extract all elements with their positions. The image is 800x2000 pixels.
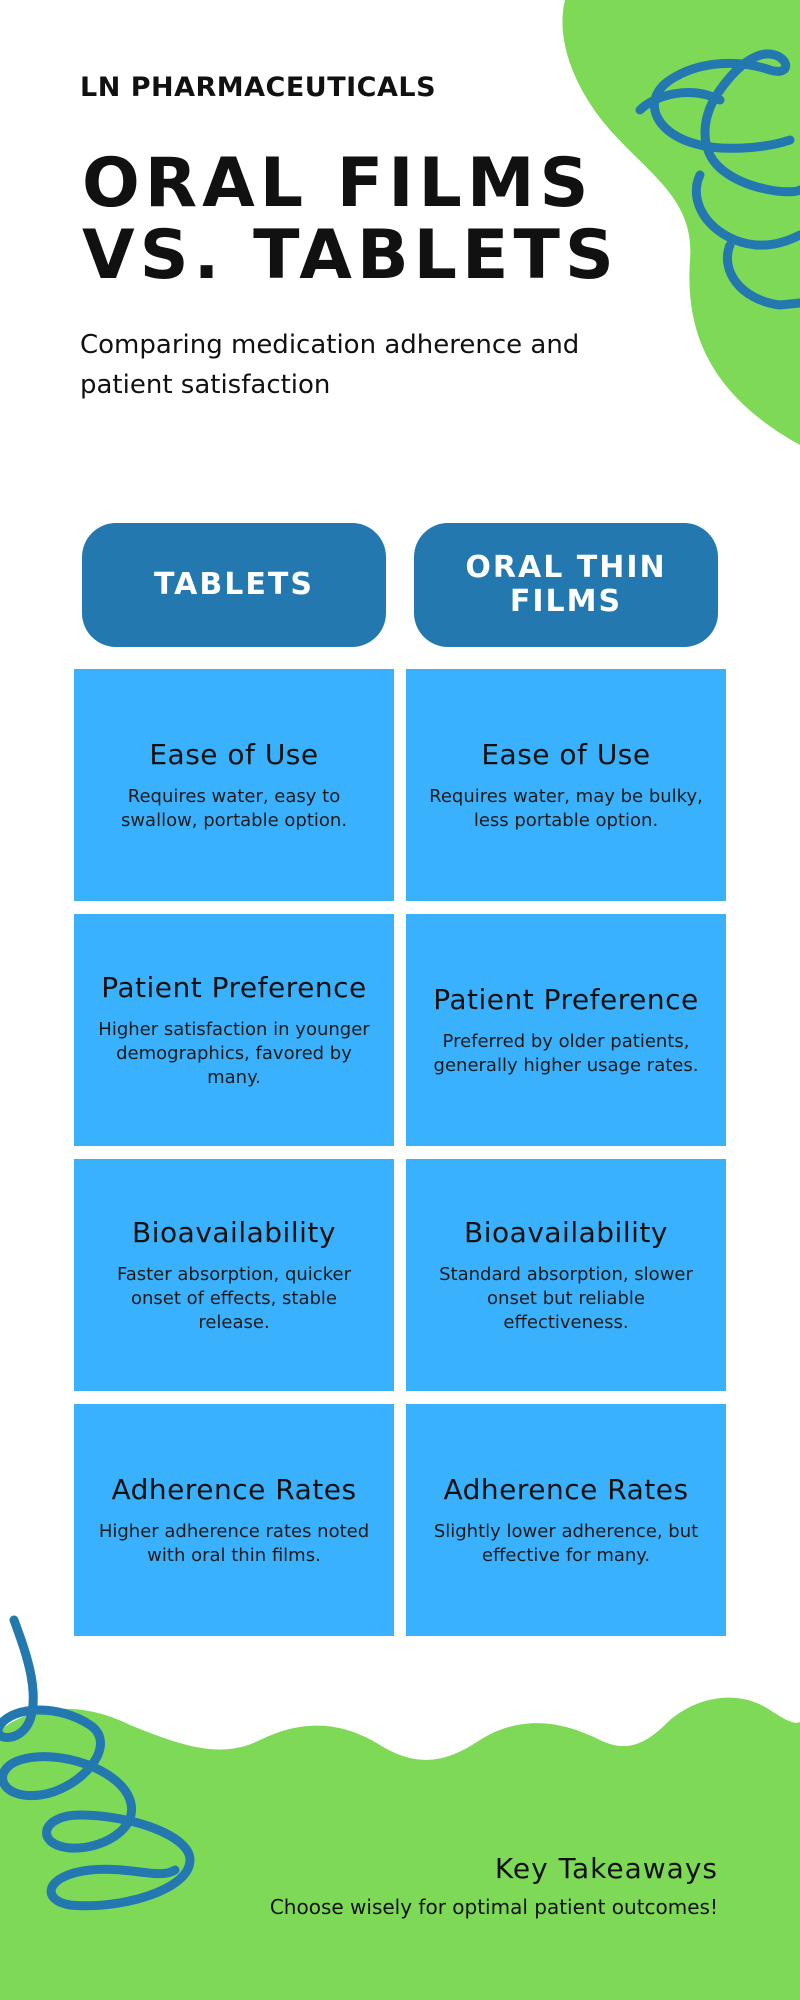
column-header-oral-films-label: ORAL THIN FILMS [465, 550, 667, 619]
column-header-tablets: TABLETS [82, 523, 386, 647]
cell-title: Adherence Rates [111, 1472, 357, 1506]
cell-text: Preferred by older patients, generally h… [433, 1030, 699, 1076]
cell-text: Slightly lower adherence, but effective … [433, 1520, 699, 1566]
cell-text: Requires water, may be bulky, less porta… [429, 785, 703, 831]
cell-tablets-ease-of-use: Ease of Use Requires water, easy to swal… [74, 669, 394, 901]
cell-text: Higher adherence rates noted with oral t… [98, 1520, 370, 1566]
key-takeaways-title: Key Takeaways [494, 1852, 718, 1885]
column-header-tablets-label: TABLETS [154, 567, 314, 602]
top-right-blob-decoration [562, 0, 800, 445]
cell-title: Adherence Rates [443, 1472, 689, 1506]
cell-tablets-adherence-rates: Adherence Rates Higher adherence rates n… [74, 1404, 394, 1636]
cell-text: Requires water, easy to swallow, portabl… [120, 785, 348, 831]
cell-films-ease-of-use: Ease of Use Requires water, may be bulky… [406, 669, 726, 901]
cell-films-adherence-rates: Adherence Rates Slightly lower adherence… [406, 1404, 726, 1636]
cell-title: Ease of Use [149, 737, 319, 771]
page-subtitle: Comparing medication adherence and patie… [80, 330, 580, 400]
cell-films-patient-preference: Patient Preference Preferred by older pa… [406, 914, 726, 1146]
cell-tablets-patient-preference: Patient Preference Higher satisfaction i… [74, 914, 394, 1146]
cell-title: Bioavailability [132, 1215, 336, 1249]
cell-title: Ease of Use [481, 737, 651, 771]
cell-text: Faster absorption, quicker onset of effe… [117, 1263, 351, 1333]
cell-films-bioavailability: Bioavailability Standard absorption, slo… [406, 1159, 726, 1391]
cell-title: Patient Preference [101, 970, 367, 1004]
cell-text: Higher satisfaction in younger demograph… [98, 1018, 370, 1088]
column-header-oral-films: ORAL THIN FILMS [414, 523, 718, 647]
brand-name: LN PHARMACEUTICALS [80, 72, 437, 103]
cell-text: Standard absorption, slower onset but re… [439, 1263, 693, 1333]
title-line-1: ORAL FILMS [82, 144, 594, 223]
cell-title: Bioavailability [464, 1215, 668, 1249]
cell-title: Patient Preference [433, 982, 699, 1016]
page-title: ORAL FILMS VS. TABLETS [82, 148, 619, 292]
key-takeaways-text: Choose wisely for optimal patient outcom… [269, 1895, 718, 1919]
cell-tablets-bioavailability: Bioavailability Faster absorption, quick… [74, 1159, 394, 1391]
title-line-2: VS. TABLETS [82, 216, 619, 295]
